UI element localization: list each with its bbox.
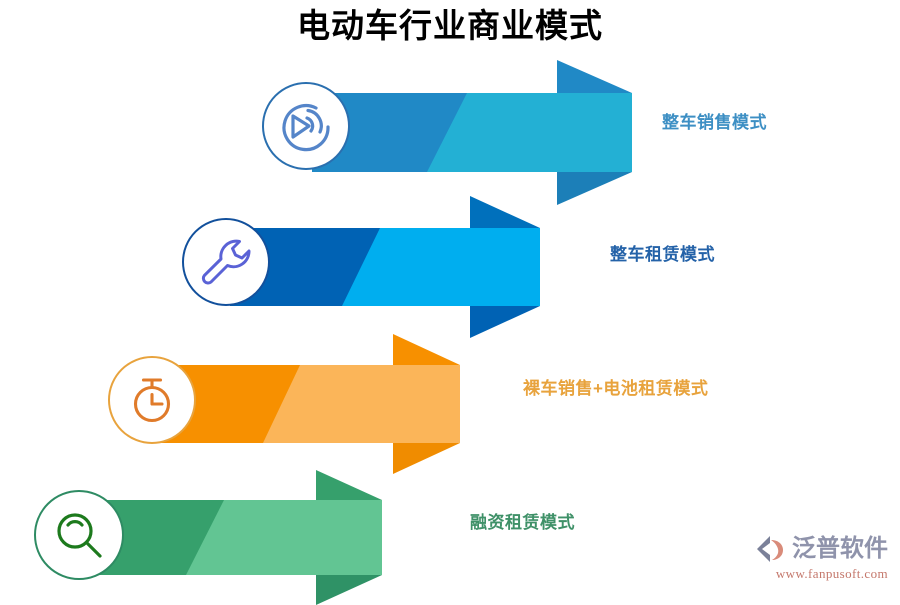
process-row-3[interactable]: 裸车销售+电池租赁模式 [108, 334, 898, 474]
row-label-2: 整车租赁模式 [610, 245, 715, 264]
target-play-icon [282, 104, 330, 152]
row-label-1: 整车销售模式 [662, 113, 767, 132]
arrow-shape-2 [230, 196, 540, 338]
page-title: 电动车行业商业模式 [297, 7, 603, 44]
row-icon-badge-1 [262, 82, 350, 170]
wrench-icon [201, 239, 251, 285]
process-row-1[interactable]: 整车销售模式 [262, 60, 900, 205]
arrow-shape-1 [312, 60, 632, 205]
arrow-shape-4 [78, 470, 382, 605]
row-icon-badge-4 [34, 490, 124, 580]
fanpu-logo-icon [757, 536, 783, 562]
row-icon-badge-2 [182, 218, 270, 306]
watermark-url: www.fanpusoft.com [775, 566, 888, 581]
watermark: 泛普软件 www.fanpusoft.com [738, 534, 888, 592]
watermark-brand-row: 泛普软件 [738, 534, 888, 564]
stopwatch-icon [133, 378, 171, 423]
row-label-3: 裸车销售+电池租赁模式 [523, 379, 709, 398]
arrow-shape-3 [154, 334, 460, 474]
process-row-2[interactable]: 整车租赁模式 [182, 196, 900, 338]
watermark-name: 泛普软件 [792, 535, 888, 562]
row-icon-badge-3 [108, 356, 196, 444]
magnifier-icon [57, 513, 102, 558]
row-label-4: 融资租赁模式 [470, 513, 575, 532]
process-row-4[interactable]: 融资租赁模式 [34, 470, 894, 605]
